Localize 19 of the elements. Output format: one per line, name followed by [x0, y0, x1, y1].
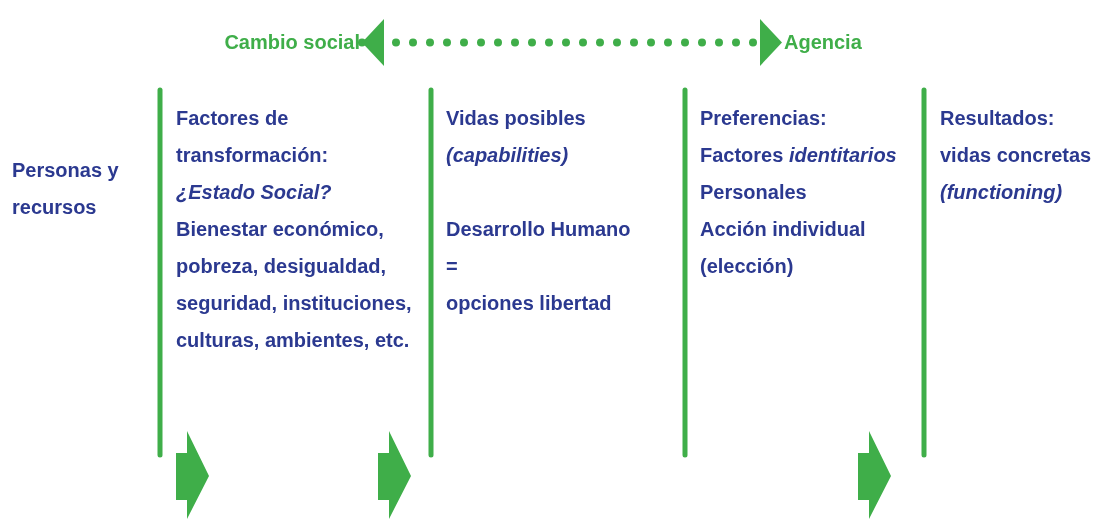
column-heading: Factores de transformación: [176, 106, 330, 168]
column-heading: Resultados: [940, 106, 1056, 131]
column-text: Acción individual [700, 217, 867, 242]
column-text: Factores identitarios [700, 143, 898, 168]
column-text: vidas concretas [940, 143, 1093, 168]
node-label: Personas y recursos [12, 152, 152, 226]
node-label: Cambio social [150, 24, 360, 61]
column-heading: Vidas posibles [446, 106, 587, 131]
column-text: (functioning) [940, 180, 1064, 205]
column-text: opciones libertad [446, 291, 613, 316]
column-text: Desarrollo Humano [446, 217, 632, 242]
column-text: (elección) [700, 254, 795, 279]
node-label: Agencia [784, 24, 894, 61]
column-text: (capabilities) [446, 143, 570, 168]
column-text: Bienestar económico, pobreza, desigualdad, seguridad, instituciones, culturas, ambientes, etc. [176, 217, 413, 353]
column-text: ¿Estado Social? [176, 180, 333, 205]
column-text: = [446, 254, 459, 279]
column-text: Personales [700, 180, 808, 205]
column-heading: Preferencias: [700, 106, 828, 131]
